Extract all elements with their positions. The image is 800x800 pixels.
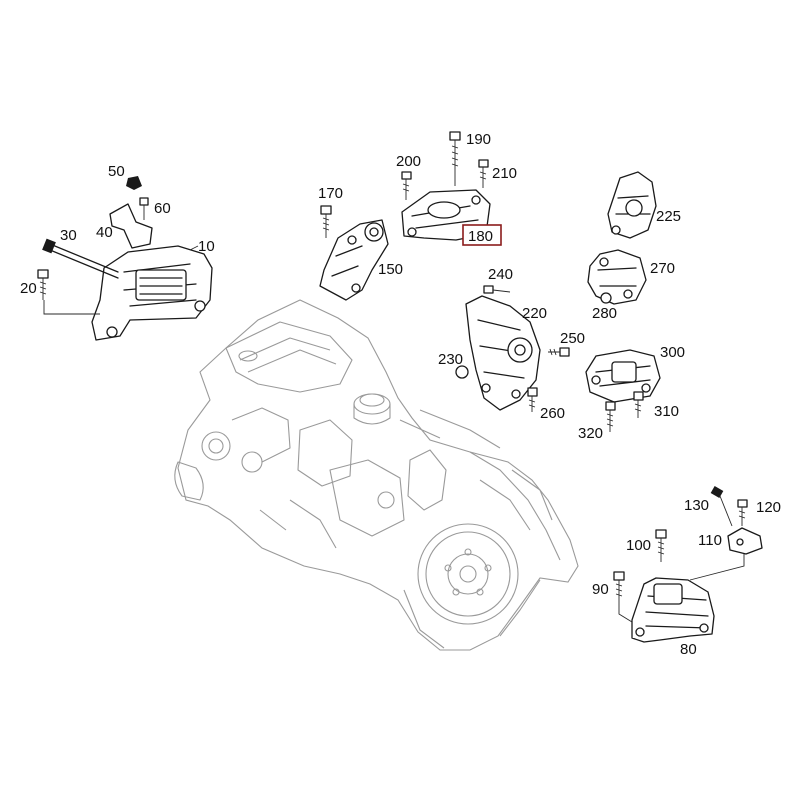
bolt-260 <box>527 387 538 412</box>
callout-190: 190 <box>466 131 491 148</box>
callout-80: 80 <box>680 641 697 658</box>
callout-50: 50 <box>108 163 125 180</box>
leader-20 <box>43 300 100 315</box>
bolt-20 <box>37 269 49 300</box>
bolt-310 <box>633 391 644 418</box>
callout-60: 60 <box>154 200 171 217</box>
callout-250: 250 <box>560 330 585 347</box>
bolt-210 <box>478 159 489 188</box>
callout-170: 170 <box>318 185 343 202</box>
callout-100: 100 <box>626 537 651 554</box>
bracket-40 <box>109 203 153 249</box>
callout-40: 40 <box>96 224 113 241</box>
leader-90 <box>618 604 633 623</box>
mount-225 <box>607 171 657 239</box>
mount-300 <box>585 349 661 403</box>
callout-110: 110 <box>698 532 722 549</box>
bolt-170 <box>320 205 332 238</box>
bolt-250 <box>548 347 570 357</box>
leader-10 <box>189 245 199 251</box>
callout-280: 280 <box>592 305 617 322</box>
bolt-100 <box>655 529 667 562</box>
bolt-240 <box>483 285 511 294</box>
callout-labels: 10 20 30 40 50 60 80 90 100 110 120 130 … <box>20 131 781 658</box>
callout-230: 230 <box>438 351 463 368</box>
callout-130: 130 <box>684 497 709 514</box>
callout-320: 320 <box>578 425 603 442</box>
callout-180: 180 <box>468 228 493 245</box>
callout-30: 30 <box>60 227 77 244</box>
callout-20: 20 <box>20 280 37 297</box>
nut-50 <box>126 176 142 190</box>
bracket-150 <box>319 219 389 301</box>
callout-120: 120 <box>756 499 781 516</box>
bolt-120 <box>737 499 748 526</box>
callout-310: 310 <box>654 403 679 420</box>
bolt-90 <box>613 571 625 604</box>
callout-270: 270 <box>650 260 675 277</box>
callout-240: 240 <box>488 266 513 283</box>
left-engine-mount <box>91 245 213 341</box>
callout-220: 220 <box>522 305 547 322</box>
bolt-30 <box>42 238 119 279</box>
bracket-110 <box>727 527 763 555</box>
bushing-230 <box>455 365 469 379</box>
callout-210: 210 <box>492 165 517 182</box>
bolt-320 <box>605 401 616 432</box>
bolt-130 <box>710 486 733 527</box>
highlight-box-180 <box>462 224 502 246</box>
callout-260: 260 <box>540 405 565 422</box>
bolt-190 <box>449 131 461 186</box>
callout-300: 300 <box>660 344 685 361</box>
mount-270 <box>587 249 647 305</box>
callout-150: 150 <box>378 261 403 278</box>
callout-200: 200 <box>396 153 421 170</box>
right-engine-mount-80 <box>631 577 715 643</box>
callout-90: 90 <box>592 581 609 598</box>
bolt-60 <box>139 197 149 220</box>
leader-110 <box>689 554 745 581</box>
bushing-280 <box>600 292 612 304</box>
bolt-200 <box>401 171 412 200</box>
callout-225: 225 <box>656 208 681 225</box>
callout-10: 10 <box>198 238 215 255</box>
engine-assembly-drawing <box>174 299 579 651</box>
